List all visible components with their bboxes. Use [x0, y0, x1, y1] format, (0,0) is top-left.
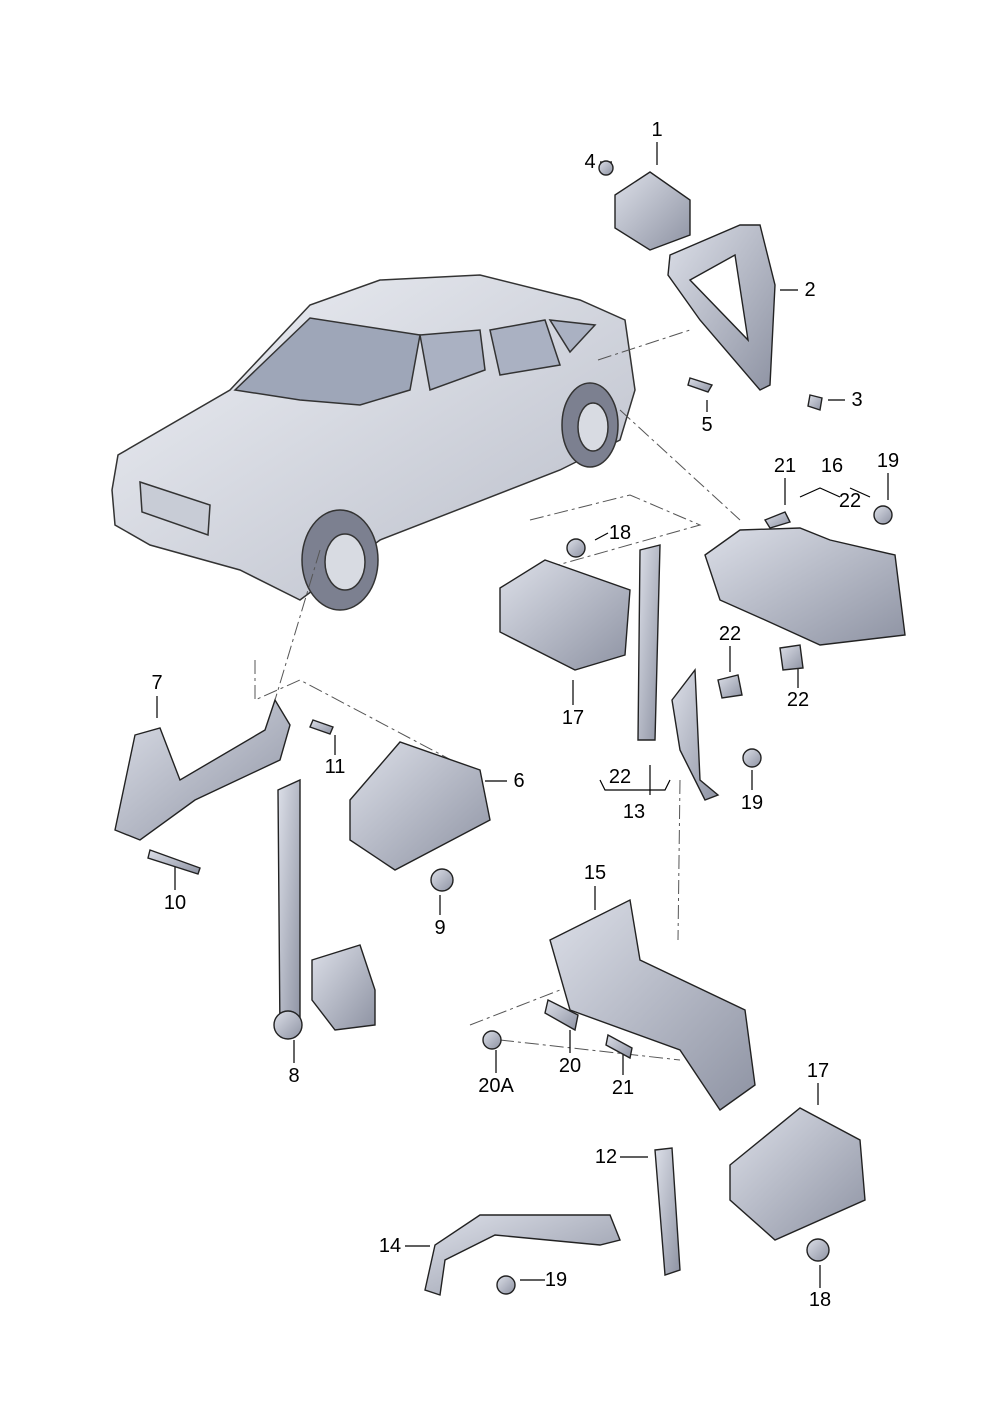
parts [114, 160, 906, 1296]
part-19-nut [873, 505, 893, 525]
callout-8: 8 [288, 1065, 300, 1087]
part-18-nut [566, 538, 586, 558]
leader-lines [254, 329, 741, 1061]
part-15-bracket [549, 898, 756, 1111]
callout-19: 19 [876, 450, 900, 472]
callout-12: 12 [594, 1146, 618, 1168]
callout-7: 7 [151, 672, 163, 694]
callout-10: 10 [163, 892, 187, 914]
part-17-sensor [499, 559, 631, 671]
part-8-rod [277, 778, 301, 1036]
part-7-bracket [114, 698, 291, 841]
part-5-bolt [687, 377, 714, 393]
part-18-nut-b [806, 1238, 830, 1262]
part-13-bracket [671, 668, 720, 801]
callout-18: 18 [808, 1289, 832, 1311]
callout-2: 2 [804, 279, 816, 301]
callout-19: 19 [544, 1269, 568, 1291]
part-1-control-unit [614, 171, 691, 251]
part-19-nut-b [742, 748, 762, 768]
part-22-clip-b [779, 644, 804, 671]
part-9-nut [430, 868, 454, 892]
part-21-bolt-b [605, 1033, 633, 1060]
part-20a-nut [482, 1030, 502, 1050]
part-4-nut [598, 160, 614, 176]
callout-22: 22 [786, 689, 810, 711]
callout-22: 22 [608, 766, 632, 788]
callout-3: 3 [851, 389, 863, 411]
part-21-bolt [763, 511, 791, 529]
leader-ticks [156, 142, 889, 1288]
part-12-rod [654, 1147, 681, 1276]
car-illustration [111, 274, 636, 611]
callout-18: 18 [608, 522, 632, 544]
part-13-rod [637, 544, 661, 741]
callout-14: 14 [378, 1235, 402, 1257]
callout-15: 15 [583, 862, 607, 884]
part-20-bolt [544, 998, 579, 1032]
callout-5: 5 [701, 414, 713, 436]
callout-20a: 20A [478, 1075, 514, 1097]
part-6-sensor [349, 741, 491, 871]
callout-4: 4 [584, 151, 596, 173]
callout-6: 6 [513, 770, 525, 792]
part-17-sensor-b [729, 1107, 866, 1241]
callout-19: 19 [740, 792, 764, 814]
part-3-clip [807, 394, 823, 411]
callout-17: 17 [806, 1060, 830, 1082]
part-16-bracket [704, 527, 906, 646]
part-19-nut-c [496, 1275, 516, 1295]
callout-22: 22 [718, 623, 742, 645]
callout-20: 20 [558, 1055, 582, 1077]
callout-9: 9 [434, 917, 446, 939]
callout-21: 21 [611, 1077, 635, 1099]
callout-1: 1 [651, 119, 663, 141]
part-14-bracket [424, 1214, 621, 1296]
callout-21: 21 [773, 455, 797, 477]
part-22-clip [717, 674, 743, 699]
part-11-bolt [309, 719, 334, 735]
callout-13: 13 [622, 801, 646, 823]
callout-16: 16 [820, 455, 844, 477]
callout-22: 22 [838, 490, 862, 512]
part-10-rivet [147, 849, 201, 875]
part-8-bracket [311, 944, 376, 1031]
callout-11: 11 [324, 756, 346, 778]
callout-17: 17 [561, 707, 585, 729]
